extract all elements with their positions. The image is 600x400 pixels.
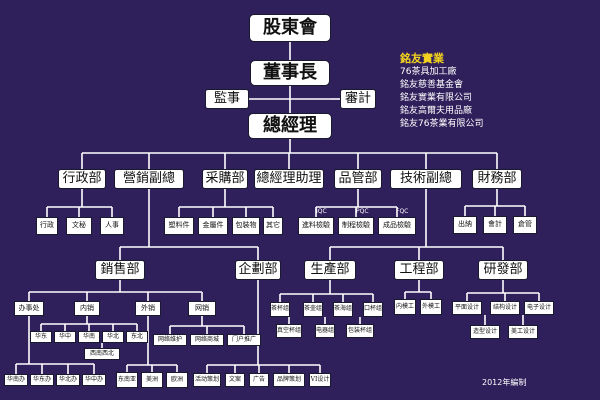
rnd-structural-design: 结构设计 <box>490 301 520 315</box>
dept-gm-assistant: 總經理助理 <box>254 169 324 189</box>
region-central: 华中 <box>54 331 76 343</box>
export-europe: 欧洲 <box>166 372 188 388</box>
compiled-year: 2012年編制 <box>482 378 527 387</box>
label-fqc: FQC <box>396 208 409 215</box>
region-north: 华北 <box>102 331 124 343</box>
dept-tech-vp: 技術副總 <box>390 169 462 189</box>
rnd-styling-design: 造型设计 <box>470 325 500 339</box>
unit-warehouse: 倉管 <box>513 216 537 234</box>
region-southwest-northwest: 西南西北 <box>84 348 120 360</box>
company-item: 76茶具加工廠 <box>400 67 457 77</box>
unit-hr: 人事 <box>100 217 124 235</box>
office-central-china: 华中办 <box>82 374 106 386</box>
office-south-china: 华南办 <box>4 374 28 386</box>
dept-admin: 行政部 <box>58 169 106 189</box>
unit-admin: 行政 <box>36 217 58 235</box>
region-northeast: 东北 <box>126 331 148 343</box>
unit-packaging: 包裝物 <box>232 217 260 235</box>
unit-incoming-inspection: 進料檢驗 <box>298 217 334 235</box>
unit-process-inspection: 制程檢驗 <box>338 217 374 235</box>
prod-cup: 茶杯组 <box>270 302 290 317</box>
unit-accounting: 會計 <box>483 216 507 234</box>
plan-copywriting: 文案 <box>225 373 245 387</box>
office-east-china: 华东办 <box>30 374 54 386</box>
plan-advertising: 广告 <box>249 373 269 387</box>
unit-cashier: 出納 <box>453 216 477 234</box>
prod-teapot: 茶壶组 <box>303 302 323 317</box>
dept-sales-vp: 營銷副總 <box>114 169 184 189</box>
prod-tea-sea: 茶海组 <box>333 302 353 317</box>
plan-vi-design: VI设计 <box>309 373 331 387</box>
eng-inner-mold: 内模工 <box>394 299 416 315</box>
dept-finance: 財務部 <box>472 169 522 189</box>
rnd-art-design: 美工设计 <box>508 325 538 339</box>
rnd-graphic-design: 平面设计 <box>452 301 482 315</box>
unit-secretary: 文秘 <box>66 217 92 235</box>
unit-plastic-parts: 塑料件 <box>164 217 194 235</box>
company-item: 銘友實業有限公司 <box>400 93 473 103</box>
online-portal-promotion: 门户推广 <box>227 334 261 346</box>
region-east: 华东 <box>30 331 52 343</box>
plan-events: 活动策划 <box>193 373 221 387</box>
eng-outer-mold: 外模工 <box>420 299 442 315</box>
rnd-electronic-design: 电子设计 <box>524 301 554 315</box>
dept-planning: 企劃部 <box>235 260 281 280</box>
dept-engineering: 工程部 <box>394 260 444 280</box>
prod-mouth-cup: 口杯组 <box>363 302 383 317</box>
export-southeast-asia: 东南亚 <box>116 372 138 388</box>
company-item: 銘友76茶業有限公司 <box>400 119 484 129</box>
group-export: 外销 <box>135 301 161 316</box>
unit-metal-parts: 金屬件 <box>198 217 228 235</box>
general-manager-box: 總經理 <box>248 113 332 139</box>
dept-rnd: 研發部 <box>478 260 528 280</box>
online-maintenance: 网络维护 <box>153 334 187 346</box>
companies-title: 銘友實業 <box>400 52 444 65</box>
company-item: 銘友高爾夫用品廠 <box>400 106 473 116</box>
group-offices: 办事处 <box>14 301 44 316</box>
unit-final-inspection: 成品檢驗 <box>378 217 416 235</box>
prod-electrical: 电器组 <box>315 324 335 338</box>
shareholders-box: 股東會 <box>249 14 331 42</box>
affiliated-companies: 銘友實業 76茶具加工廠 銘友慈善基金會 銘友實業有限公司 銘友高爾夫用品廠 銘… <box>400 52 483 131</box>
label-iqc: IQC <box>316 208 327 215</box>
prod-packaging-cup: 包装杯组 <box>346 324 374 338</box>
unit-other: 其它 <box>263 217 283 235</box>
company-item: 銘友慈善基金會 <box>400 80 464 90</box>
dept-quality: 品管部 <box>334 169 382 189</box>
group-online: 网销 <box>188 301 216 316</box>
dept-sales: 銷售部 <box>95 260 145 280</box>
label-pqc: PQC <box>356 208 369 215</box>
dept-production: 生產部 <box>304 260 356 280</box>
supervisor-box: 監事 <box>205 89 249 109</box>
region-south: 华南 <box>78 331 100 343</box>
office-north-china: 华北办 <box>56 374 80 386</box>
group-domestic: 内销 <box>74 301 100 316</box>
plan-branding: 品牌策划 <box>273 373 305 387</box>
prod-vacuum-cup: 真空杯组 <box>276 324 302 338</box>
dept-purchasing: 采購部 <box>202 169 248 189</box>
export-americas: 美洲 <box>141 372 163 388</box>
auditor-box: 審計 <box>340 89 376 109</box>
online-store: 网络商城 <box>190 334 224 346</box>
board-chairman-box: 董事長 <box>250 60 330 86</box>
